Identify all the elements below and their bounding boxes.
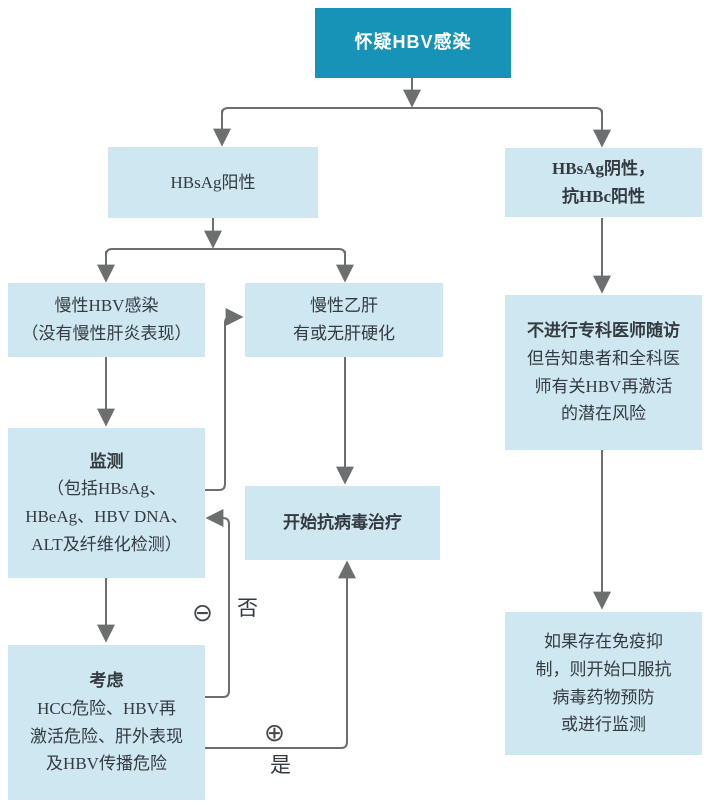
node-monitoring: 监测 （包括HBsAg、 HBeAg、HBV DNA、 ALT及纤维化检测） [8,428,205,578]
node-hbsag-positive-text: HBsAg阳性 [170,172,256,192]
node-start-antiviral-title: 开始抗病毒治疗 [283,513,402,533]
node-chronic-infection-line2: （没有慢性肝炎表现） [21,324,192,343]
node-suspect-title: 怀疑HBV感染 [354,32,472,53]
edge-label-yes: 是 [270,753,291,777]
edge-monitoring-to-chronichep [205,308,244,491]
node-monitoring-line3: ALT及纤维化检测） [31,534,182,554]
node-consider-line2: 激活危险、肝外表现 [30,726,183,746]
circled-minus-icon: ⊖ [192,598,213,627]
node-immunosuppression-line3: 病毒药物预防 [552,687,655,707]
node-hbsag-negative-line1: HBsAg阴性， [552,158,655,178]
branch-mid-bar [105,248,346,256]
node-chronic-hepatitis-line1: 慢性乙肝 [310,296,378,316]
node-consider-title: 考虑 [89,671,124,691]
node-suspect-hbv-infection: 怀疑HBV感染 [315,8,511,78]
node-hbsag-positive: HBsAg阳性 [108,147,318,218]
node-consider-line3: 及HBV传播危险 [46,754,167,774]
node-immunosuppression-prophylaxis: 如果存在免疫抑 制，则开始口服抗 病毒药物预防 或进行监测 [505,612,702,755]
edge-consider-to-treatment-yes [205,560,356,749]
node-immunosuppression-line1: 如果存在免疫抑 [544,632,663,652]
edge-consider-to-monitoring-no [205,509,230,698]
node-monitoring-line2: HBeAg、HBV DNA、 [25,507,188,526]
node-monitoring-line1: （包括HBsAg、 [46,479,166,499]
edge-label-no: 否 [237,596,258,620]
node-hbsag-negative-antihbc-positive: HBsAg阴性， 抗HBc阳性 [505,148,702,217]
node-immunosuppression-line2: 制，则开始口服抗 [535,659,672,679]
node-consider-line1: HCC危险、HBV再 [37,698,176,718]
node-no-followup-title: 不进行专科医师随访 [527,321,680,341]
node-consider-risks: 考虑 HCC危险、HBV再 激活危险、肝外表现 及HBV传播危险 [8,645,205,800]
node-chronic-hepatitis-b: 慢性乙肝 有或无肝硬化 [245,283,443,357]
node-monitoring-title: 监测 [89,451,124,471]
branch-top-bar [221,107,603,115]
node-no-followup-line3: 的潜在风险 [561,404,646,424]
node-hbsag-negative-line2: 抗HBc阳性 [561,186,646,206]
node-chronic-hbv-infection: 慢性HBV感染 （没有慢性肝炎表现） [8,283,205,357]
node-chronic-infection-line1: 慢性HBV感染 [54,296,159,316]
node-chronic-hepatitis-line2: 有或无肝硬化 [293,324,395,343]
node-start-antiviral-treatment: 开始抗病毒治疗 [245,486,440,560]
node-no-specialist-followup: 不进行专科医师随访 但告知患者和全科医 师有关HBV再激活 的潜在风险 [505,295,702,450]
circled-plus-icon: ⊕ [264,718,285,747]
node-immunosuppression-line4: 或进行监测 [561,715,646,735]
node-no-followup-line2: 师有关HBV再激活 [534,376,673,396]
node-no-followup-line1: 但告知患者和全科医 [527,348,680,368]
